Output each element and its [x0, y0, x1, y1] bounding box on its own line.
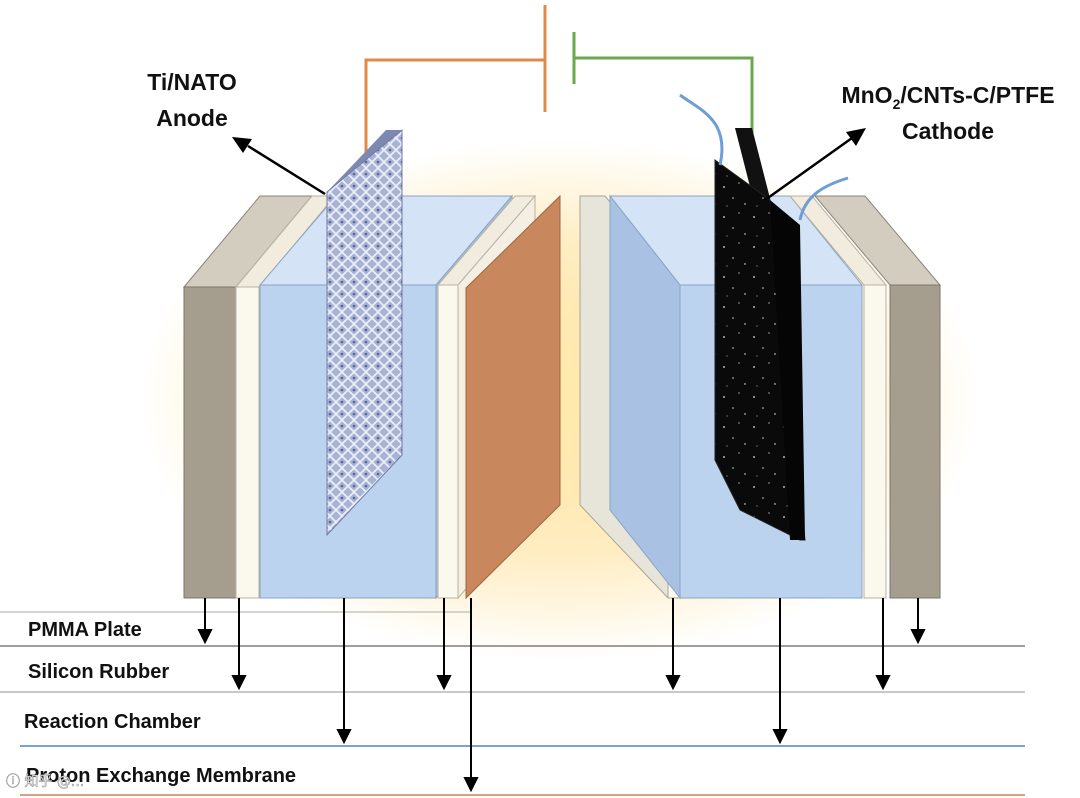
legend-reaction-chamber: Reaction Chamber — [24, 711, 201, 733]
cathode-label-line2: Cathode — [902, 118, 994, 144]
right-pmma-plate — [813, 195, 942, 599]
legend-pmma-plate: PMMA Plate — [28, 619, 142, 641]
legend-arrows — [197, 598, 926, 793]
legend-lines — [0, 611, 1025, 796]
cathode-callout: MnO2/CNTs-C/PTFE Cathode — [841, 82, 1054, 144]
legend-proton-exchange-membrane: Proton Exchange Membrane — [26, 765, 296, 787]
cathode-label-line1: MnO2/CNTs-C/PTFE — [841, 82, 1054, 112]
anode-callout: Ti/NATO Anode — [147, 69, 236, 131]
cathode-electrode — [714, 128, 806, 541]
legend-labels: PMMA Plate Silicon Rubber Reaction Chamb… — [24, 619, 296, 787]
tube-left — [679, 93, 724, 166]
anode-mesh — [326, 128, 403, 537]
watermark: ⓘ 知乎 @... — [6, 773, 84, 790]
anode-wire — [364, 58, 545, 192]
legend-silicon-rubber: Silicon Rubber — [28, 661, 169, 683]
anode-label-line2: Anode — [156, 105, 228, 131]
gas-tubes — [679, 93, 849, 221]
anode-label-line1: Ti/NATO — [147, 69, 236, 95]
callout-arrows — [232, 128, 866, 202]
proton-exchange-membrane — [465, 194, 561, 600]
tube-right — [798, 176, 849, 221]
right-silicon-rubber — [788, 195, 888, 599]
